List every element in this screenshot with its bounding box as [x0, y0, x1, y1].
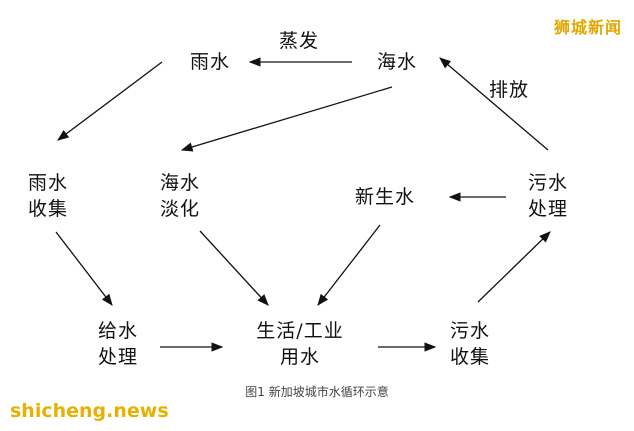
arrow-newater-to-domestic — [317, 224, 381, 306]
node-sewage-collection-line2: 收集 — [449, 346, 490, 368]
label-evaporation: 蒸发 — [279, 30, 320, 52]
node-domestic-industrial: 生活/工业 用水 — [235, 318, 365, 370]
node-newater: 新生水 — [345, 184, 425, 210]
figure-caption: 图1 新加坡城市水循环示意 — [245, 385, 389, 399]
label-discharge: 排放 — [489, 79, 530, 101]
watermark-bottom: shicheng.news — [10, 400, 169, 422]
node-sewage-treatment-line2: 处理 — [527, 198, 568, 220]
node-supply-treatment: 给水 处理 — [88, 318, 148, 370]
arrow-rain-to-rain-collect — [57, 61, 163, 141]
node-sewage-treatment-line1: 污水 — [527, 172, 568, 194]
arrow-sewage-treat-to-sea — [439, 57, 549, 151]
node-domestic-industrial-line1: 生活/工业 — [256, 320, 344, 342]
arrow-sea-to-desal — [180, 86, 393, 152]
node-sewage-collection-line1: 污水 — [449, 320, 490, 342]
node-supply-treatment-line2: 处理 — [97, 346, 138, 368]
node-rain-text: 雨水 — [189, 51, 230, 73]
node-rain-collect-line2: 收集 — [27, 198, 68, 220]
node-domestic-industrial-line2: 用水 — [279, 346, 320, 368]
node-sewage-collection: 污水 收集 — [440, 318, 500, 370]
node-newater-text: 新生水 — [354, 186, 415, 208]
node-rain: 雨水 — [180, 49, 240, 75]
node-desalination-line2: 淡化 — [159, 198, 200, 220]
watermark-top: 狮城新闻 — [553, 18, 622, 37]
node-sea: 海水 — [365, 49, 429, 75]
arrow-desal-to-domestic — [199, 230, 269, 306]
node-sea-text: 海水 — [376, 51, 417, 73]
node-rain-collect: 雨水 收集 — [18, 170, 78, 222]
arrow-rain-collect-to-supply — [55, 231, 113, 306]
node-supply-treatment-line1: 给水 — [97, 320, 138, 342]
arrow-sewage-collect-to-treat — [477, 231, 551, 303]
node-desalination: 海水 淡化 — [150, 170, 210, 222]
node-rain-collect-line1: 雨水 — [27, 172, 68, 194]
node-desalination-line1: 海水 — [159, 172, 200, 194]
node-sewage-treatment: 污水 处理 — [518, 170, 578, 222]
